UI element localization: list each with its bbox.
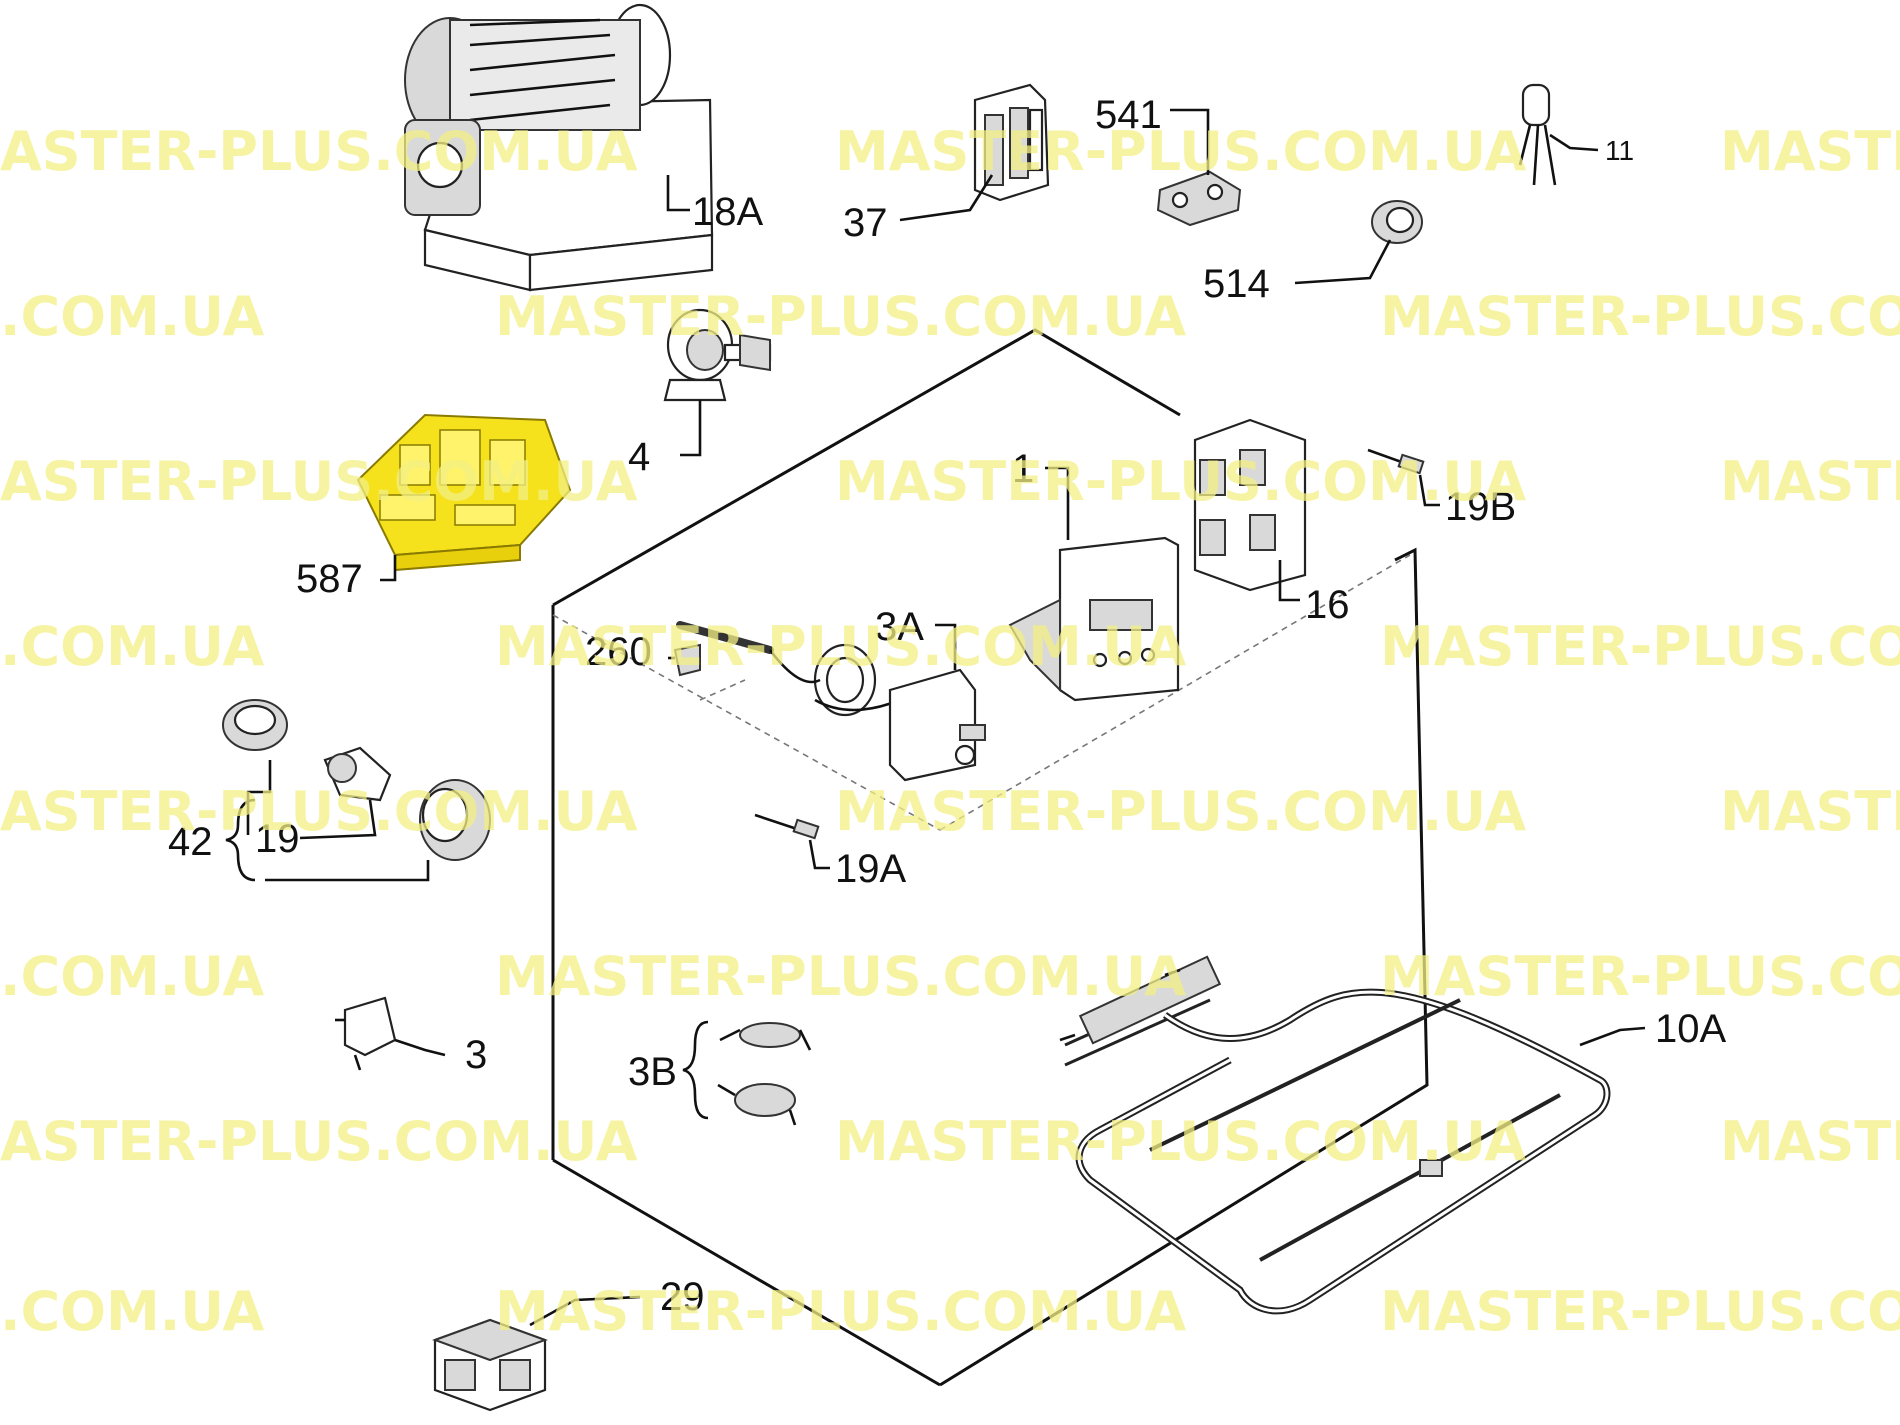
watermark: .COM.UA [0, 945, 264, 1008]
watermark: ASTER-PLUS.COM.UA [0, 120, 638, 183]
watermark: MASTER-PLUS.COM [1380, 1280, 1900, 1343]
watermark: ASTER-PLUS.COM.UA [0, 450, 638, 513]
label-587: 587 [296, 557, 363, 601]
label-19B: 19B [1445, 485, 1516, 529]
label-37: 37 [843, 201, 888, 245]
watermark: MASTE [1720, 450, 1900, 513]
part-29-clamp [432, 1295, 641, 1412]
part-541-connector [1156, 108, 1242, 227]
watermark: .COM.UA [0, 615, 264, 678]
part-3-cutout [335, 996, 446, 1071]
label-3B: 3B [628, 1050, 677, 1094]
watermark: MASTE [1720, 120, 1900, 183]
watermark-layer: ASTER-PLUS.COM.UA MASTER-PLUS.COM.UA MAS… [0, 120, 1900, 1343]
watermark: MASTE [1720, 1110, 1900, 1173]
part-3A-thermostat [768, 623, 986, 782]
watermark: ASTER-PLUS.COM.UA [0, 780, 638, 843]
label-3A: 3A [875, 605, 924, 649]
label-541: 541 [1095, 93, 1162, 137]
watermark: MASTE [1720, 780, 1900, 843]
watermark: MASTER-PLUS.COM [1380, 285, 1900, 348]
part-514-grommet [1294, 200, 1423, 285]
label-11: 11 [1605, 135, 1634, 166]
label-260: 260 [585, 630, 652, 674]
label-1: 1 [1012, 447, 1034, 491]
label-42: 42 [168, 820, 213, 864]
label-19: 19 [255, 817, 300, 861]
watermark: MASTER-PLUS.COM.UA [835, 450, 1526, 513]
watermark: MASTER-PLUS.COM.UA [495, 945, 1186, 1008]
part-10A-grill-element [1059, 955, 1646, 1315]
watermark: MASTER-PLUS.COM.UA [495, 1280, 1186, 1343]
watermark: MASTER-PLUS.COM.UA [835, 1110, 1526, 1173]
part-19A-terminal [754, 813, 830, 870]
watermark: ASTER-PLUS.COM.UA [0, 1110, 638, 1173]
label-29: 29 [660, 1275, 705, 1319]
watermark: MASTER-PLUS.COM [1380, 945, 1900, 1008]
label-4: 4 [628, 435, 650, 479]
part-37-terminal-block [899, 83, 1050, 222]
watermark: MASTER-PLUS.COM.UA [835, 120, 1526, 183]
part-16-switch [1193, 418, 1307, 602]
part-260-sensor [668, 621, 774, 677]
label-514: 514 [1203, 262, 1270, 306]
label-18A: 18A [692, 190, 763, 234]
label-3: 3 [465, 1033, 487, 1077]
watermark: MASTER-PLUS.COM.UA [495, 615, 1186, 678]
part-42-lamp-assembly [222, 699, 491, 882]
watermark: MASTER-PLUS.COM [1380, 615, 1900, 678]
watermark: .COM.UA [0, 1280, 264, 1343]
part-587-control-board [356, 413, 572, 582]
watermark: .COM.UA [0, 285, 264, 348]
label-16: 16 [1305, 583, 1350, 627]
oven-cabinet [551, 328, 1429, 1387]
label-10A: 10A [1655, 1007, 1726, 1051]
label-19A: 19A [835, 847, 906, 891]
part-4-motor [663, 308, 772, 457]
part-11-suppressor [1518, 83, 1599, 186]
part-18A-fan [404, 3, 714, 292]
part-19B-terminal [1367, 448, 1440, 507]
watermark: MASTER-PLUS.COM.UA [495, 285, 1186, 348]
watermark: MASTER-PLUS.COM.UA [835, 780, 1526, 843]
part-1-timer [1008, 466, 1180, 702]
part-3B-cutouts [682, 1020, 812, 1126]
